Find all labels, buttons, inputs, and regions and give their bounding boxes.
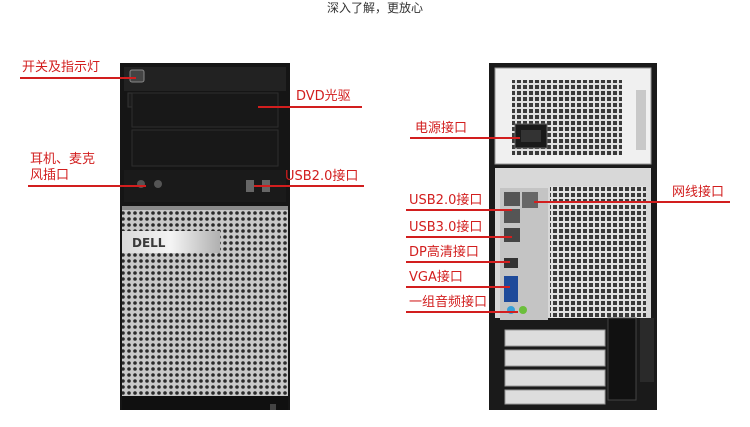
psu-latch	[636, 90, 646, 150]
back-dp-label: DP高清接口	[409, 245, 479, 260]
expansion-slot-2	[504, 349, 606, 367]
back-usb3-leader	[406, 236, 512, 238]
drive-bay-2	[131, 129, 279, 167]
card-retainer	[607, 317, 637, 401]
drive-bay-1	[131, 92, 279, 128]
front-dvd-leader	[258, 106, 362, 108]
back-vga-leader	[406, 286, 510, 288]
front-audio-leader	[28, 185, 146, 187]
expansion-slot-4	[504, 389, 606, 405]
front-audio-label-line2: 风插口	[30, 168, 70, 183]
lock-slot	[640, 318, 654, 382]
vga-port	[504, 276, 518, 302]
back-lan-label: 网线接口	[672, 185, 725, 200]
front-audio-label-line1: 耳机、麦克	[30, 152, 96, 167]
back-lan-leader	[534, 201, 730, 203]
back-dp-leader	[406, 261, 510, 263]
back-vga-label: VGA接口	[409, 270, 463, 285]
back-vent	[550, 186, 646, 318]
mic-jack	[154, 180, 162, 188]
audio-port-green	[519, 306, 527, 314]
front-base	[122, 396, 288, 410]
expansion-slot-3	[504, 369, 606, 387]
back-audio-leader	[406, 311, 518, 313]
back-usb3-label: USB3.0接口	[409, 220, 483, 235]
back-usb2-label: USB2.0接口	[409, 193, 483, 208]
front-dvd-label: DVD光驱	[296, 89, 351, 104]
back-power-leader	[410, 137, 520, 139]
back-usb2-leader	[406, 209, 512, 211]
expansion-slot-1	[504, 329, 606, 347]
usb2-port-2	[504, 209, 520, 223]
back-audio-label: 一组音频接口	[409, 295, 488, 310]
front-power-leader	[20, 77, 136, 79]
usb3-port	[504, 228, 520, 242]
dell-logo: DELL	[132, 236, 166, 250]
front-usb-leader	[254, 185, 364, 187]
usb2-port-1	[504, 192, 520, 206]
back-power-label: 电源接口	[415, 121, 468, 136]
front-tower: DELL	[120, 63, 290, 410]
lan-port	[522, 192, 538, 208]
front-top-panel	[124, 67, 286, 91]
dell-badge	[122, 231, 220, 253]
power-button	[129, 69, 145, 83]
front-usb-port-1	[246, 180, 254, 192]
front-usb-label: USB2.0接口	[285, 169, 359, 184]
back-tower	[489, 63, 657, 410]
front-power-label: 开关及指示灯	[22, 60, 101, 75]
page-title: 深入了解，更放心	[326, 1, 423, 15]
dp-port	[504, 258, 518, 268]
